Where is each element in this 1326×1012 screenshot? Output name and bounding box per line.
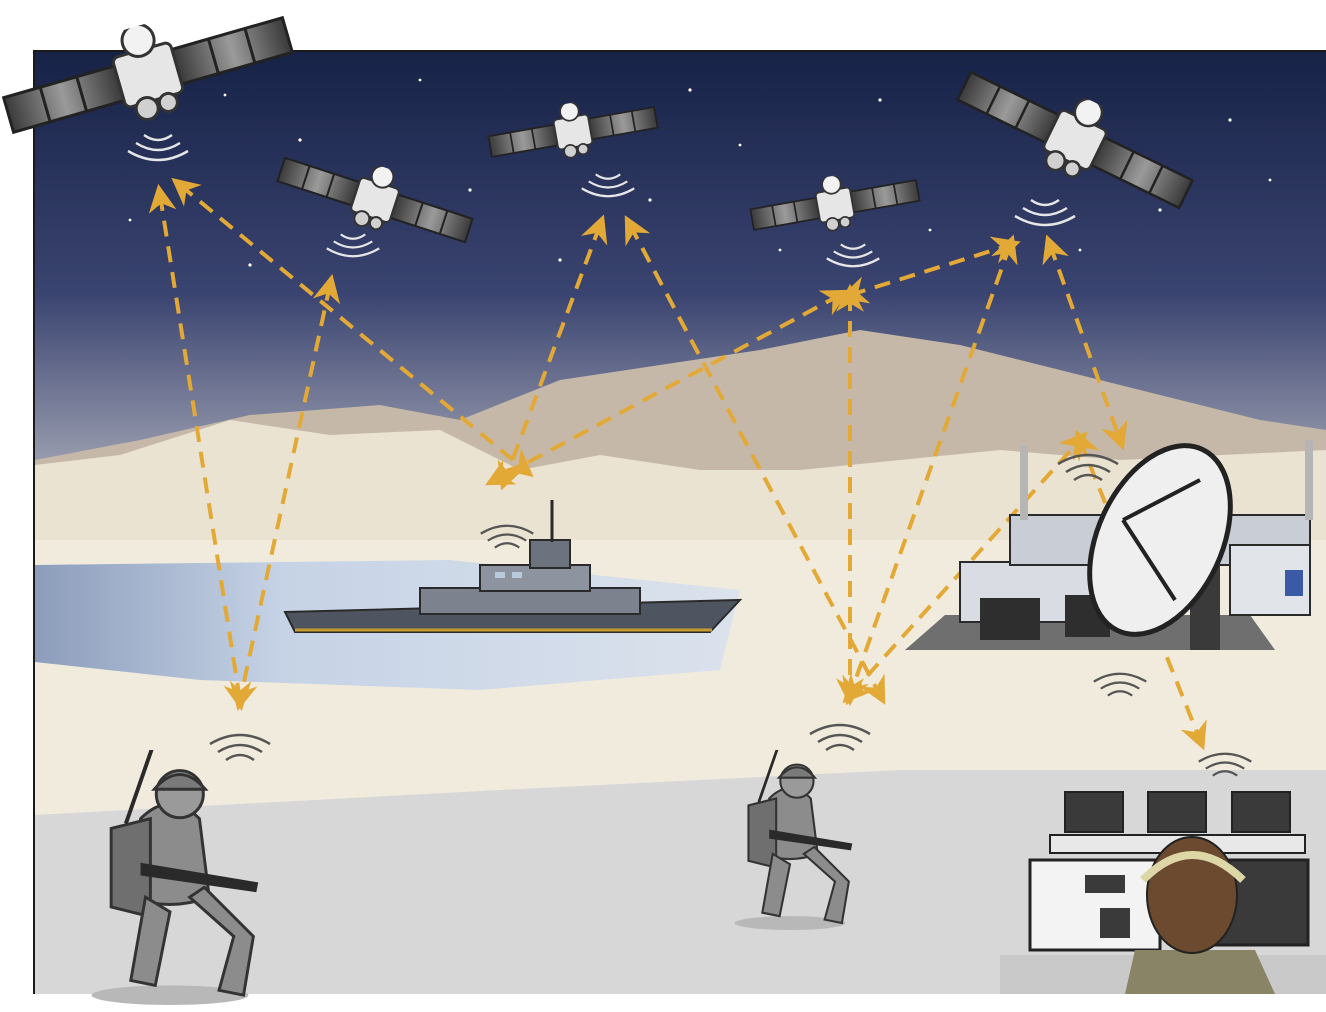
ship bbox=[283, 500, 743, 633]
link-sat-1-to-ship bbox=[171, 177, 534, 478]
operator-console bbox=[1000, 791, 1326, 994]
link-sat-4-to-ship bbox=[485, 289, 850, 486]
ground-station bbox=[905, 440, 1313, 650]
link-sat-2-to-soldier-1 bbox=[229, 274, 341, 711]
link-layer bbox=[148, 177, 1207, 751]
link-sat-5-to-ground-station bbox=[1042, 234, 1128, 451]
ground bbox=[35, 770, 1326, 994]
